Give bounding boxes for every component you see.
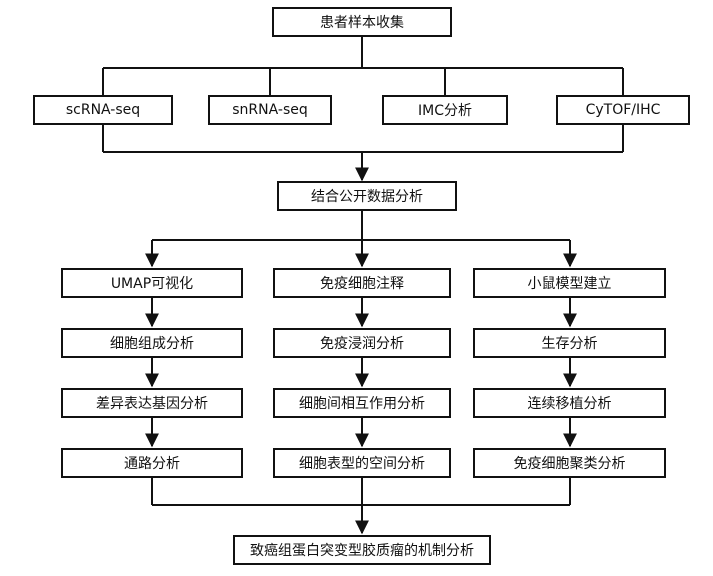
node-clustering: 免疫细胞聚类分析 bbox=[473, 448, 666, 478]
node-interaction: 细胞间相互作用分析 bbox=[273, 388, 451, 418]
node-spatial: 细胞表型的空间分析 bbox=[273, 448, 451, 478]
node-pathway: 通路分析 bbox=[61, 448, 243, 478]
node-mouse: 小鼠模型建立 bbox=[473, 268, 666, 298]
node-transplant: 连续移植分析 bbox=[473, 388, 666, 418]
node-scrna: scRNA-seq bbox=[33, 95, 173, 125]
node-cytof: CyTOF/IHC bbox=[556, 95, 690, 125]
node-imc: IMC分析 bbox=[382, 95, 508, 125]
node-mechanism: 致癌组蛋白突变型胶质瘤的机制分析 bbox=[233, 535, 491, 565]
node-immune-annot: 免疫细胞注释 bbox=[273, 268, 451, 298]
node-infiltration: 免疫浸润分析 bbox=[273, 328, 451, 358]
node-snrna: snRNA-seq bbox=[208, 95, 332, 125]
node-combine: 结合公开数据分析 bbox=[277, 181, 457, 211]
node-survival: 生存分析 bbox=[473, 328, 666, 358]
node-collect: 患者样本收集 bbox=[272, 7, 452, 37]
node-umap: UMAP可视化 bbox=[61, 268, 243, 298]
node-composition: 细胞组成分析 bbox=[61, 328, 243, 358]
node-deg: 差异表达基因分析 bbox=[61, 388, 243, 418]
